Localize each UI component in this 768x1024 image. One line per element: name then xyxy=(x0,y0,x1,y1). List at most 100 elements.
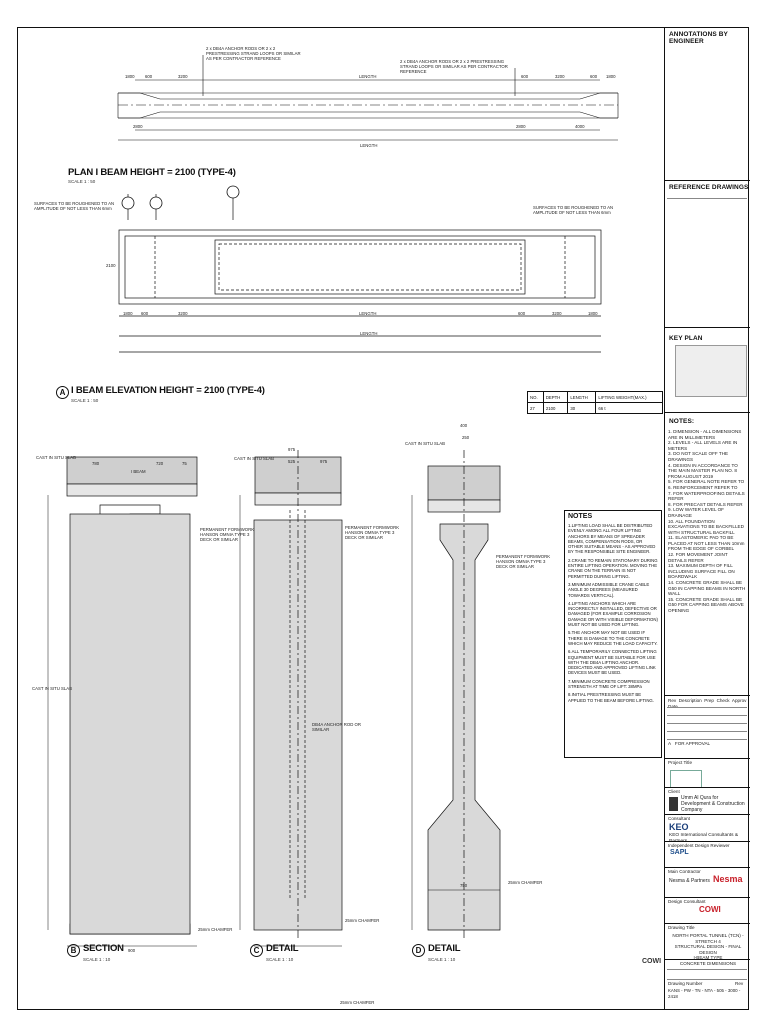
prep-col: Prep xyxy=(704,698,714,703)
elevation-title: I BEAM ELEVATION HEIGHT = 2100 (TYPE-4) xyxy=(71,385,265,396)
side-note: 12. FOR MOVEMENT JOINT DETAILS REFER xyxy=(668,552,728,563)
consultant-label: Consultant xyxy=(668,816,690,821)
plan-dim-b1: 2800 xyxy=(133,124,143,129)
elev-dim-6: 3200 xyxy=(552,311,562,316)
elev-dim-5: 600 xyxy=(518,311,526,316)
section-b-chamfer: 25mm CHAMFER xyxy=(198,927,233,932)
contractor-name: Nesma & Partners xyxy=(669,878,710,884)
section-b-width-1: 780 xyxy=(92,461,100,466)
detail-c-title: DETAIL xyxy=(266,943,299,954)
table-header-cell: LENGTH xyxy=(567,391,597,403)
table-header-cell: DEPTH xyxy=(542,391,569,403)
side-note: 4. DESIGN IN ACCORDANCE TO THE MAIN MAST… xyxy=(668,462,738,479)
section-b-cast-label: CAST IN SITU SLAB xyxy=(36,455,77,460)
table-cell: 27 xyxy=(527,402,544,414)
plan-title: PLAN I BEAM HEIGHT = 2100 (TYPE-4) xyxy=(68,167,236,178)
detail-c-cast-label: CAST IN SITU SLAB xyxy=(234,456,275,461)
lifting-note: 8.INITIAL PRESTRESSING MUST BE APPLIED T… xyxy=(568,692,654,703)
contractor-label: Main Contractor xyxy=(668,869,701,874)
drawing-number: KANS - PW - TN - NTA - 505 - 3000 - 2418 xyxy=(668,988,741,999)
table-cell: 30 xyxy=(567,402,597,414)
lifting-note: 4.LIFTING ANCHORS WHICH ARE INCORRECTLY … xyxy=(568,600,658,628)
plan-dim-length: LENGTH xyxy=(359,74,377,79)
detail-c-anchor: DB4A ANCHOR ROD OR SIMILAR xyxy=(312,722,361,732)
rev-col: Rev xyxy=(668,698,677,703)
client-label: Client xyxy=(668,789,680,794)
lifting-note: 6.ALL TEMPORARILY CONNECTED LIFTING EQUI… xyxy=(568,649,657,676)
project-logo xyxy=(670,770,702,788)
side-note: 13. MAXIMUM DEPTH OF FILL INCLUDING SURF… xyxy=(668,563,735,580)
detail-c-width-3: 975 xyxy=(320,459,328,464)
drawing-title-line: NORTH PORTAL TUNNEL (TCN) - STRETCH 4 xyxy=(672,933,744,944)
elev-dim-7: 1800 xyxy=(588,311,598,316)
key-plan-image xyxy=(675,345,747,397)
sub-consultant-label: Design Consultant xyxy=(668,899,706,904)
side-notes-list: 1. DIMENSION - ALL DIMENSIONS ARE IN MIL… xyxy=(668,429,747,614)
revision-row: A FOR APPROVAL xyxy=(668,741,710,747)
detail-d-formwork: PERMANENT FORMWORK HANSON OMNIA TYPE 3 D… xyxy=(496,554,551,569)
detail-d-cast-label: CAST IN SITU SLAB xyxy=(405,441,446,446)
keyplan-header: KEY PLAN xyxy=(669,335,703,342)
drawing-number-label: Drawing Number xyxy=(668,981,703,986)
lifting-notes-box: NOTES 1.LIFTING LOAD SHALL BE DISTRIBUTE… xyxy=(564,510,662,758)
bottom-chamfer-note: 25mm CHAMFER xyxy=(340,1000,375,1005)
reference-header: REFERENCE DRAWINGS xyxy=(669,184,749,191)
drawing-frame xyxy=(17,27,749,1010)
designer-logo: SAPL xyxy=(670,849,689,856)
plan-scale: SCALE 1 : 50 xyxy=(68,179,96,184)
elev-dim-length: LENGTH xyxy=(359,311,377,316)
designer-label: Independent Design Reviewer xyxy=(668,843,730,848)
detail-c-formwork: PERMANENT FORMWORK HANSON OMNIA TYPE 3 D… xyxy=(345,525,400,540)
roughen-note-right: SURFACES TO BE ROUGHENED TO AN AMPLITUDE… xyxy=(533,205,614,215)
side-note: 14. CONCRETE GRADE SHALL BE G50 IN CAPPI… xyxy=(668,580,746,597)
lifting-note: 7.MINIMUM CONCRETE COMPRESSION STRENGTH … xyxy=(568,678,650,690)
side-note: 5. FOR GENERAL NOTE REFER TO xyxy=(668,479,745,485)
drawing-title-line: STRUCTURAL DESIGN - FINAL DESIGN xyxy=(674,944,742,955)
plan-overall-length: LENGTH xyxy=(360,143,378,148)
table-header-cell: LIFTING WEIGHT(MAX.) xyxy=(595,391,663,403)
roughen-note-left: SURFACES TO BE ROUGHENED TO AN AMPLITUDE… xyxy=(34,201,115,211)
section-marker-c: C xyxy=(250,944,263,957)
consultant-logo: KEO xyxy=(669,822,689,832)
desc-cell: FOR APPROVAL xyxy=(674,741,711,746)
drawing-title-label: Drawing Title xyxy=(668,925,695,930)
side-note: 9. LOW WATER LEVEL OF DRAINAGE xyxy=(668,507,724,518)
check-col: Check xyxy=(716,698,730,703)
lifting-note: 1.LIFTING LOAD SHALL BE DISTRIBUTED EVEN… xyxy=(568,523,656,555)
table-cell: 66 t xyxy=(595,402,663,414)
section-marker-a: A xyxy=(56,386,69,399)
detail-c-scale: SCALE 1 : 10 xyxy=(266,957,294,962)
elev-overall-length: LENGTH xyxy=(360,331,378,336)
side-note: 7. FOR WATERPROOFING DETAILS REFER xyxy=(668,490,745,502)
lifting-note: 5.THE ANCHOR MAY NOT BE USED IF THERE IS… xyxy=(568,630,658,646)
lifting-notes-header: NOTES xyxy=(568,513,593,520)
side-note: 1. DIMENSION - ALL DIMENSIONS ARE IN MIL… xyxy=(668,429,742,440)
drawing-title-line: CONCRETE DIMENSIONS xyxy=(679,960,737,966)
side-note: 10. ALL FOUNDATION EXCAVATIONS TO BE BAC… xyxy=(668,518,744,535)
title-block: ANNOTATIONS BY ENGINEER REFERENCE DRAWIN… xyxy=(664,27,750,1010)
plan-dim-1: 1800 xyxy=(125,74,135,79)
engineer-logo: COWI xyxy=(699,905,721,914)
anchor-note-right: 2 x DB4A ANCHOR RODS OR 2 x 2 PRESTRESSI… xyxy=(400,59,508,74)
section-b-scale: SCALE 1 : 10 xyxy=(83,957,111,962)
date-col: Date xyxy=(668,703,678,709)
desc-col: Description xyxy=(678,698,702,703)
table-row: 27 2100 30 66 t xyxy=(527,402,663,414)
revision-headers: Rev Description Prep Check Approv Date xyxy=(668,698,749,709)
detail-c-chamfer: 25mm CHAMFER xyxy=(345,918,380,923)
section-b-formwork: PERMANENT FORMWORK HANSON OMNIA TYPE 3 D… xyxy=(200,527,255,542)
side-note: 2. LEVELS - ALL LEVELS ARE IN METERS xyxy=(668,440,738,451)
rev-cell: A xyxy=(668,741,672,746)
plan-dim-2: 600 xyxy=(145,74,153,79)
client-logo xyxy=(669,797,678,811)
engineer-stamp-logo: COWI xyxy=(642,958,662,965)
side-note: 6. REINFORCEMENT REFER TO xyxy=(668,484,738,490)
section-b-width-2: 720 xyxy=(156,461,164,466)
detail-d-width-2: 250 xyxy=(462,435,470,440)
side-note: 15. CONCRETE GRADE SHALL BE G50 FOR CAPP… xyxy=(668,596,744,613)
drawing-title-line: I-BEAM TYPE xyxy=(693,955,723,961)
detail-c-width-1: 975 xyxy=(288,447,296,452)
side-note: 8. FOR PRECAST DETAILS REFER xyxy=(668,501,743,507)
